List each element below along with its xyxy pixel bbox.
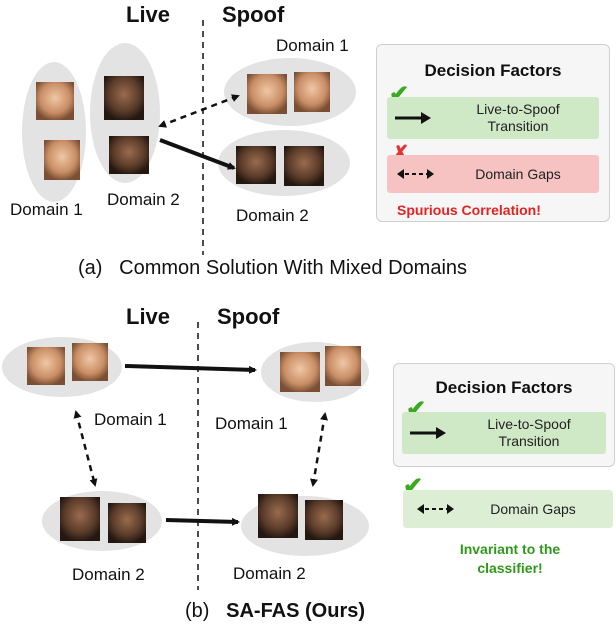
face-thumbnail: [325, 346, 361, 386]
decision-factors-title-a: Decision Factors: [424, 61, 562, 80]
spoof-domain1-label-a: Domain 1: [276, 36, 349, 55]
face-thumbnail: [108, 503, 146, 543]
domain-gaps-factor-b: Domain Gaps: [403, 490, 613, 528]
dashed-double-arrow-icon: [397, 169, 434, 179]
caption-a-prefix: (a): [78, 257, 103, 279]
decision-factors-panel-b: Decision Factors ✔ Live-to-Spoof Transit…: [393, 363, 615, 467]
spurious-correlation-note: Spurious Correlation!: [397, 202, 541, 218]
face-thumbnail: [305, 500, 343, 540]
live-to-spoof-arrow-b2: [165, 517, 240, 526]
transition-line1-b: Live-to-Spoof: [487, 416, 571, 432]
face-thumbnail: [247, 74, 287, 114]
face-thumbnail: [280, 352, 320, 392]
face-thumbnail: [258, 494, 298, 538]
face-thumbnail: [236, 146, 276, 184]
face-thumbnail: [44, 140, 80, 180]
live-domain1-label-a: Domain 1: [10, 200, 83, 219]
transition-label-a: Live-to-Spoof Transition: [443, 101, 593, 135]
panel-a: [22, 20, 356, 255]
dashed-double-arrow-icon: [417, 504, 454, 514]
spoof-domain2-label-a: Domain 2: [236, 206, 309, 225]
solid-arrow-icon: [395, 112, 431, 124]
face-thumbnail: [109, 136, 149, 174]
spoof-domain1-cluster-a: [224, 58, 356, 126]
caption-a: (a) Common Solution With Mixed Domains: [78, 257, 467, 280]
face-thumbnail: [27, 347, 65, 385]
domain-gaps-factor-a: Domain Gaps: [387, 155, 599, 193]
caption-b-text: SA-FAS (Ours): [226, 600, 366, 622]
panel-b: [2, 322, 369, 590]
face-thumbnail: [104, 76, 144, 120]
spoof-domain1-label-b: Domain 1: [215, 414, 288, 433]
live-header-b: Live: [126, 304, 171, 329]
spoof-header-a: Spoof: [222, 2, 285, 27]
domain-gaps-label-b: Domain Gaps: [490, 501, 576, 517]
domain-gap-arrow-b-spoof: [310, 412, 328, 487]
decision-factors-title-b: Decision Factors: [435, 378, 573, 397]
caption-b-prefix: (b): [185, 600, 210, 622]
face-thumbnail: [60, 497, 100, 541]
decision-factors-panel-a: Decision Factors ✔ Live-to-Spoof Transit…: [376, 44, 610, 222]
live-domain2-label-b: Domain 2: [72, 565, 145, 584]
spoof-domain2-label-b: Domain 2: [233, 564, 306, 583]
transition-factor-b: Live-to-Spoof Transition: [402, 412, 606, 454]
face-thumbnail: [36, 82, 74, 120]
caption-a-text: Common Solution With Mixed Domains: [119, 257, 468, 279]
live-domain1-label-b: Domain 1: [94, 410, 167, 429]
live-to-spoof-arrow-a: [159, 138, 236, 170]
face-thumbnail: [284, 146, 324, 186]
domain-gap-arrow-b-live: [73, 410, 98, 487]
transition-factor-a: Live-to-Spoof Transition: [387, 97, 599, 139]
invariant-line2: classifier!: [477, 560, 543, 576]
invariant-note: Invariant to the classifier!: [420, 540, 600, 578]
transition-label-b: Live-to-Spoof Transition: [456, 416, 602, 450]
transition-line2-a: Transition: [487, 118, 549, 134]
invariant-line1: Invariant to the: [459, 541, 561, 557]
caption-b: (b) SA-FAS (Ours): [185, 600, 365, 623]
domain-gap-arrow-a: [158, 94, 240, 128]
transition-line2-b: Transition: [498, 433, 560, 449]
live-domain2-label-a: Domain 2: [107, 190, 180, 209]
face-thumbnail: [294, 72, 330, 112]
face-thumbnail: [72, 343, 108, 381]
live-to-spoof-arrow-b1: [124, 364, 257, 374]
spoof-header-b: Spoof: [217, 304, 280, 329]
transition-line1-a: Live-to-Spoof: [476, 101, 560, 117]
live-header-a: Live: [126, 2, 171, 27]
domain-gaps-label-a: Domain Gaps: [475, 166, 561, 182]
solid-arrow-icon: [410, 427, 446, 439]
